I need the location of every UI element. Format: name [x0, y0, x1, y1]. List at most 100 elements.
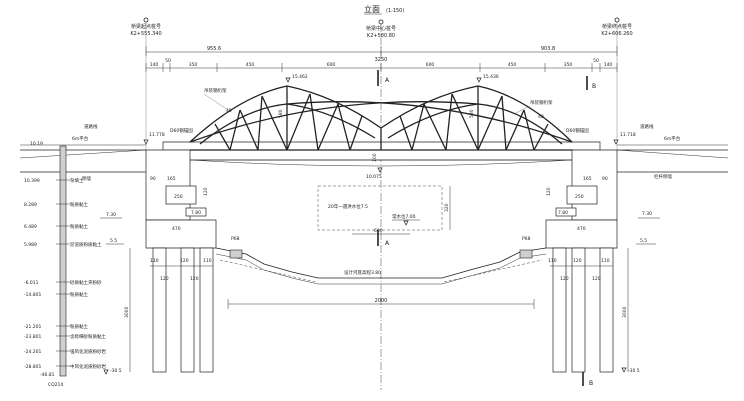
svg-text:470: 470: [577, 226, 586, 232]
svg-text:120: 120: [190, 276, 199, 282]
dim-seg-5: 600: [327, 62, 336, 68]
svg-text:7.30: 7.30: [106, 212, 116, 218]
label-design-riverbed: 设计河底高程3.80: [344, 269, 381, 276]
label-wall-right: 栏杆侧墙: [654, 173, 672, 180]
piles-left: 110 120 110 120 120: [150, 247, 214, 373]
borehole-layer-name: 含砾细砂粉质黏土: [70, 333, 106, 340]
svg-text:7.30: 7.30: [642, 211, 652, 217]
svg-text:120: 120: [203, 187, 209, 196]
borehole-column: 10.19 CQ214: [30, 141, 67, 388]
svg-text:10.075: 10.075: [366, 174, 382, 180]
svg-text:7.80: 7.80: [191, 210, 201, 216]
dim-pile-left: 3000: [124, 306, 130, 318]
label-p68-right: P68: [522, 236, 531, 242]
top-dimension-chain: 955.6 903.8 3250 140 50 350 450 600 600 …: [145, 46, 618, 72]
svg-text:90: 90: [602, 176, 608, 182]
dim-seg-4: 450: [246, 62, 255, 68]
dim-small-40-right: 40: [538, 114, 544, 120]
borehole-layer-elev: -6.011: [24, 280, 39, 286]
label-arch-right: 吊装钢桁架: [530, 99, 553, 106]
label-ground-right: 6m平台: [664, 135, 681, 142]
svg-text:120: 120: [573, 258, 582, 264]
borehole-layer-elev: -28.801: [24, 364, 42, 370]
borehole-layer-elev: 5.989: [24, 242, 37, 248]
dim-seg-3: 350: [189, 62, 198, 68]
svg-text:B: B: [592, 83, 596, 90]
water-level-right: 7.30 5.5: [636, 211, 660, 245]
svg-text:250: 250: [575, 194, 584, 200]
dim-seg-7: 450: [508, 62, 517, 68]
station-center-value: K2+580.80: [367, 33, 395, 39]
drawing-scale: (1:150): [386, 8, 404, 14]
svg-text:120: 120: [560, 276, 569, 282]
svg-text:B: B: [589, 380, 593, 387]
borehole-layer-elev: -21.201: [24, 324, 42, 330]
svg-text:120: 120: [546, 187, 552, 196]
svg-text:580: 580: [469, 109, 475, 118]
label-p68-left: P68: [231, 236, 240, 242]
svg-text:5.5: 5.5: [640, 238, 647, 244]
dim-seg-9: 50: [593, 58, 599, 64]
borehole-layer-elev: 6.489: [24, 224, 37, 230]
dim-under-deck: 600: [374, 228, 383, 234]
water-level-left: 7.30 5.5: [100, 212, 124, 245]
elev-pile-tip-left: -30.5: [103, 368, 122, 375]
borehole-layer-name: 粉质黏土: [70, 323, 88, 330]
borehole-layer-name: 粉质黏土: [70, 291, 88, 298]
svg-text:-30.5: -30.5: [628, 368, 640, 374]
elev-pile-tip-right: -30.5: [621, 367, 640, 374]
svg-text:A: A: [385, 77, 390, 84]
elev-top-right: 15.436: [476, 74, 499, 83]
span-dimension: 2000: [227, 298, 535, 309]
section-mark-a-top: A: [377, 70, 390, 86]
svg-text:11.778: 11.778: [149, 132, 165, 138]
borehole-layer-name: 中风化泥质粉砂岩: [70, 363, 106, 370]
elev-deck: 10.075: [366, 167, 383, 180]
svg-text:90: 90: [150, 176, 156, 182]
river-bed: [215, 247, 547, 285]
label-flood-level: 20年一遇洪水位7.5: [328, 203, 368, 210]
borehole-layer-elev: -24.201: [24, 349, 42, 355]
dim-seg-8: 350: [564, 62, 573, 68]
elev-bottom: -46.81: [40, 372, 55, 378]
svg-text:15.462: 15.462: [292, 74, 308, 80]
svg-text:2000: 2000: [375, 298, 388, 304]
borehole-layer-name: 粉质黏土: [70, 201, 88, 208]
drawing-title: 立面: [364, 4, 380, 14]
section-mark-a-bottom: A: [377, 230, 390, 247]
elev-bearing-right: 11.718: [613, 132, 636, 145]
svg-text:-30.5: -30.5: [110, 368, 122, 374]
borehole-id: CQ214: [48, 382, 63, 388]
svg-text:5.5: 5.5: [110, 238, 117, 244]
dim-seg-6: 600: [426, 62, 435, 68]
abutment-left: 90 165 250 7.80 470 120: [145, 149, 217, 249]
svg-text:7.80: 7.80: [558, 210, 568, 216]
svg-text:-46.81: -46.81: [40, 372, 55, 378]
borehole-layer-elev: -14.801: [24, 292, 42, 298]
section-mark-b-bottom: B: [582, 370, 593, 387]
svg-text:15.436: 15.436: [483, 74, 499, 80]
svg-text:11.718: 11.718: [620, 132, 636, 138]
svg-text:100: 100: [372, 153, 378, 162]
svg-text:165: 165: [583, 176, 592, 182]
label-embankment-right: 道路线: [640, 123, 654, 130]
dim-seg-1: 140: [150, 62, 159, 68]
borehole-top-elev: 10.19: [30, 141, 43, 147]
svg-text:110: 110: [150, 258, 159, 264]
svg-text:120: 120: [160, 276, 169, 282]
ground-lines: [19, 144, 729, 173]
svg-text:120: 120: [180, 258, 189, 264]
dim-left-half: 955.6: [207, 46, 221, 52]
svg-text:110: 110: [548, 258, 557, 264]
label-normal-water: 常水位7.00: [392, 213, 416, 220]
borehole-layer-name: 杂填土: [70, 177, 84, 184]
svg-text:110: 110: [601, 258, 610, 264]
label-ground-left: 6m平台: [72, 135, 89, 142]
svg-text:250: 250: [174, 194, 183, 200]
svg-text:165: 165: [167, 176, 176, 182]
steel-truss: [189, 85, 573, 151]
label-bearing-left: D60钢锚固: [170, 127, 193, 134]
elev-top-left: 15.462: [285, 74, 308, 83]
